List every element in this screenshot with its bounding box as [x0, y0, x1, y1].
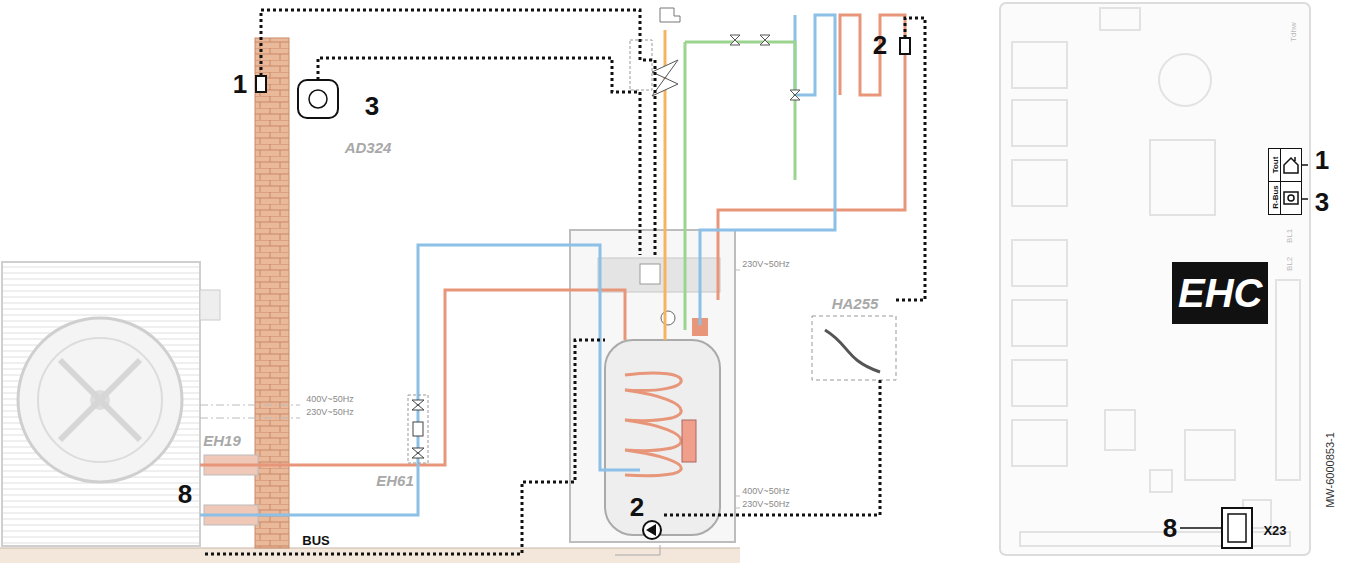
text-label: 230V~50Hz	[742, 260, 789, 269]
callout-number: 2	[630, 494, 644, 520]
terminal-box: R-Bus	[1268, 181, 1302, 215]
heating-pipes	[200, 15, 905, 515]
part-reference: EH61	[376, 473, 414, 488]
text-label: 230V~50Hz	[742, 500, 789, 509]
terminal-name: Tout	[1272, 156, 1280, 173]
drain	[615, 545, 660, 555]
text-label: 400V~50Hz	[742, 487, 789, 496]
ground-line	[0, 548, 740, 549]
valve-set	[408, 395, 428, 463]
text-label: 400V~50Hz	[306, 395, 353, 404]
callout-number: 8	[1163, 515, 1177, 541]
part-reference: EH19	[203, 433, 241, 448]
part-reference: AD324	[345, 140, 392, 155]
signal-cables	[205, 10, 925, 554]
text-label: MW-6000853-1	[1325, 432, 1336, 508]
power-line	[200, 405, 300, 418]
terminal-name: R-Bus	[1272, 185, 1280, 209]
divider	[1280, 149, 1281, 181]
outdoor-unit	[2, 262, 220, 546]
callout-number: 2	[873, 32, 887, 58]
part-reference: HA255	[832, 296, 879, 311]
divider	[1280, 182, 1281, 214]
text-label: 230V~50Hz	[306, 408, 353, 417]
text-label: BL1	[1286, 229, 1294, 243]
callout-number: 3	[1315, 189, 1329, 215]
brick-wall	[255, 38, 289, 548]
board-name-box: EHC	[1172, 262, 1268, 324]
indoor-module	[570, 230, 735, 542]
flow-sensor	[900, 38, 910, 54]
ehc-board	[1000, 3, 1310, 555]
callout-number: 1	[1315, 147, 1329, 173]
text-label: X23	[1263, 524, 1286, 537]
terminal-box: Tout	[1268, 148, 1302, 182]
text-label: Tdhw	[1290, 22, 1298, 42]
callout-number: 3	[365, 93, 379, 119]
outdoor-sensor	[256, 76, 266, 92]
thermostat	[298, 80, 338, 118]
text-label: BL2	[1286, 257, 1294, 271]
cable-kit	[812, 316, 896, 380]
board-name: EHC	[1178, 273, 1262, 313]
text-label: BUS	[302, 534, 329, 547]
callout-number: 1	[233, 71, 247, 97]
callout-number: 8	[178, 481, 192, 507]
thermostat-icon	[1281, 188, 1301, 208]
sensor-icon	[1281, 155, 1301, 175]
